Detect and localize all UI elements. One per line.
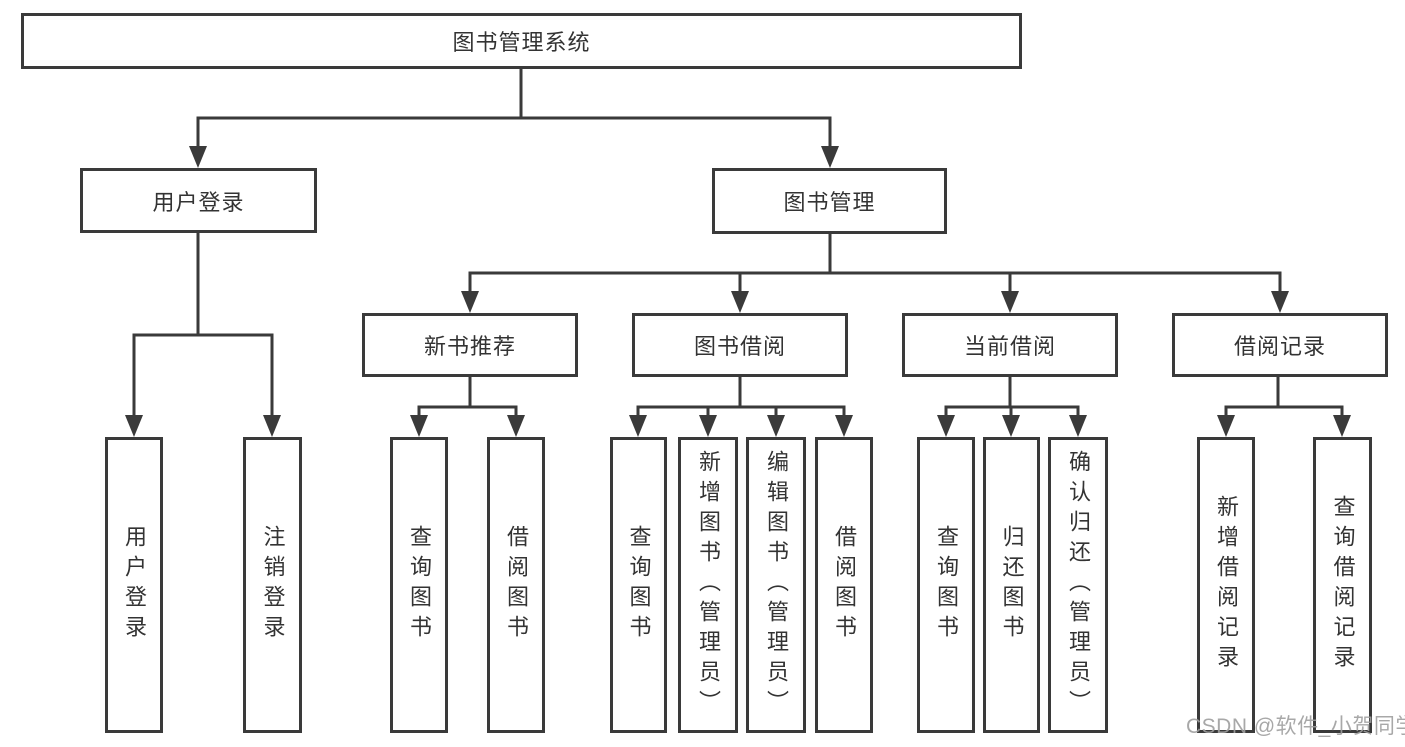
leaf-query-borrow-record: 查询借阅记录: [1313, 437, 1372, 733]
node-library-management-system: 图书管理系统: [21, 13, 1022, 69]
node-label: 图书管理: [783, 190, 876, 215]
node-label: 归还图书: [999, 525, 1025, 645]
leaf-borrow-books: 借阅图书: [815, 437, 873, 733]
leaf-add-books-admin: 新增图书（管理员）: [678, 437, 738, 733]
connector-borrowing-records-children: [1217, 375, 1351, 437]
leaf-edit-books-admin: 编辑图书（管理员）: [746, 437, 806, 733]
leaf-add-borrow-record: 新增借阅记录: [1197, 437, 1255, 733]
node-label: 新书推荐: [423, 334, 516, 359]
node-label: 新增借阅记录: [1214, 495, 1239, 675]
node-label: 借阅图书: [504, 525, 529, 645]
node-label: 查询图书: [626, 525, 652, 645]
node-label: 查询图书: [407, 525, 432, 645]
node-label: 查询借阅记录: [1330, 495, 1356, 675]
node-label: 借阅图书: [832, 525, 857, 645]
node-book-borrowing: 图书借阅: [632, 313, 848, 377]
connector-book-borrowing-children: [629, 375, 853, 437]
leaf-borrow-books-recommendation: 借阅图书: [487, 437, 545, 733]
connector-book-management-children: [461, 232, 1289, 313]
leaf-logout: 注销登录: [243, 437, 302, 733]
leaf-return-books: 归还图书: [983, 437, 1040, 733]
node-label: 查询图书: [934, 525, 959, 645]
leaf-user-login: 用户登录: [105, 437, 163, 733]
node-borrowing-records: 借阅记录: [1172, 313, 1388, 377]
node-label: 编辑图书（管理员）: [764, 450, 789, 720]
node-book-management: 图书管理: [712, 168, 947, 234]
node-label: 图书管理系统: [452, 30, 591, 55]
node-label: 用户登录: [152, 189, 245, 215]
node-label: 借阅记录: [1233, 334, 1326, 359]
node-current-borrowing: 当前借阅: [902, 313, 1118, 377]
leaf-confirm-return-admin: 确认归还（管理员）: [1048, 437, 1108, 733]
node-user-login: 用户登录: [80, 168, 317, 233]
connector-root-to-level2: [189, 67, 839, 168]
node-new-book-recommendation: 新书推荐: [362, 313, 578, 377]
leaf-query-books-current: 查询图书: [917, 437, 975, 733]
node-label: 确认归还（管理员）: [1066, 450, 1091, 720]
node-label: 新增图书（管理员）: [696, 450, 721, 720]
node-label: 图书借阅: [693, 334, 786, 359]
leaf-query-books-borrowing: 查询图书: [610, 437, 667, 733]
connector-user-login-children: [125, 231, 281, 437]
node-label: 注销登录: [260, 525, 286, 645]
node-label: 用户登录: [122, 525, 147, 645]
watermark: CSDN @软件_小贺同学: [1186, 715, 1405, 738]
node-label: 当前借阅: [963, 334, 1056, 359]
leaf-query-books-recommendation: 查询图书: [390, 437, 448, 733]
connector-new-book-recommendation-children: [410, 375, 525, 437]
connector-current-borrowing-children: [937, 375, 1087, 437]
